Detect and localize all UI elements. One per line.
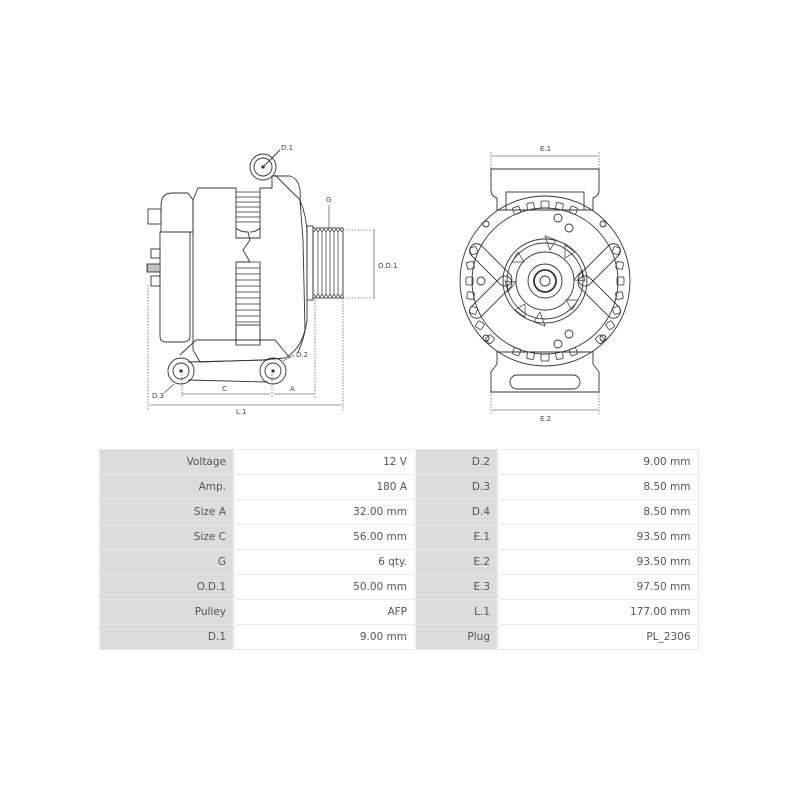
- spec-value: 50.00 mm: [233, 574, 416, 600]
- label-g: G: [326, 196, 331, 204]
- spec-value: 6 qty.: [233, 549, 416, 575]
- spec-label: L.1: [414, 599, 499, 625]
- spec-label: Size C: [98, 524, 235, 550]
- spec-value: 9.00 mm: [497, 449, 699, 475]
- table-row: D.1 9.00 mm Plug PL_2306: [98, 624, 699, 650]
- spec-value: PL_2306: [497, 624, 699, 650]
- table-row: Pulley AFP L.1 177.00 mm: [98, 599, 699, 625]
- specifications-table: Voltage 12 V D.2 9.00 mm Amp. 180 A D.3 …: [98, 449, 699, 650]
- label-e2: E.2: [540, 415, 551, 423]
- label-d1: D.1: [281, 144, 293, 152]
- spec-label: E.3: [414, 574, 499, 600]
- rear-view-drawing: E.1 E.2: [459, 145, 631, 423]
- spec-label: O.D.1: [98, 574, 235, 600]
- spec-value: 97.50 mm: [497, 574, 699, 600]
- label-a: A: [290, 385, 295, 393]
- spec-label: E.2: [414, 549, 499, 575]
- label-d2: D.2: [296, 351, 308, 359]
- spec-label: Amp.: [98, 474, 235, 500]
- spec-label: D.3: [414, 474, 499, 500]
- spec-value: 12 V: [233, 449, 416, 475]
- table-row: Voltage 12 V D.2 9.00 mm: [98, 449, 699, 475]
- spec-label: Voltage: [98, 449, 235, 475]
- spec-value: 177.00 mm: [497, 599, 699, 625]
- spec-value: 8.50 mm: [497, 474, 699, 500]
- spec-label: Plug: [414, 624, 499, 650]
- table-row: Size C 56.00 mm E.1 93.50 mm: [98, 524, 699, 550]
- spec-value: 8.50 mm: [497, 499, 699, 525]
- table-row: Size A 32.00 mm D.4 8.50 mm: [98, 499, 699, 525]
- vent-slots: [465, 200, 625, 362]
- label-c: C: [222, 385, 227, 393]
- side-view-drawing: D.1 G O.D.1 D.2 D.3 C A L.1: [146, 144, 398, 416]
- spec-value: 32.00 mm: [233, 499, 416, 525]
- label-od1: O.D.1: [378, 262, 398, 270]
- spec-label: G: [98, 549, 235, 575]
- spec-value: 93.50 mm: [497, 549, 699, 575]
- spec-label: E.1: [414, 524, 499, 550]
- spec-value: 93.50 mm: [497, 524, 699, 550]
- label-e1: E.1: [540, 145, 551, 153]
- spec-label: Size A: [98, 499, 235, 525]
- table-row: Amp. 180 A D.3 8.50 mm: [98, 474, 699, 500]
- spec-label: D.2: [414, 449, 499, 475]
- spec-value: 9.00 mm: [233, 624, 416, 650]
- alternator-technical-drawing: D.1 G O.D.1 D.2 D.3 C A L.1: [146, 144, 631, 423]
- spec-label: D.1: [98, 624, 235, 650]
- spec-value: 180 A: [233, 474, 416, 500]
- table-row: G 6 qty. E.2 93.50 mm: [98, 549, 699, 575]
- table-row: O.D.1 50.00 mm E.3 97.50 mm: [98, 574, 699, 600]
- spec-label: D.4: [414, 499, 499, 525]
- mounting-arms: [469, 220, 621, 342]
- spec-value: AFP: [233, 599, 416, 625]
- label-l1: L.1: [236, 408, 247, 416]
- spec-label: Pulley: [98, 599, 235, 625]
- label-d3: D.3: [152, 392, 164, 400]
- spec-value: 56.00 mm: [233, 524, 416, 550]
